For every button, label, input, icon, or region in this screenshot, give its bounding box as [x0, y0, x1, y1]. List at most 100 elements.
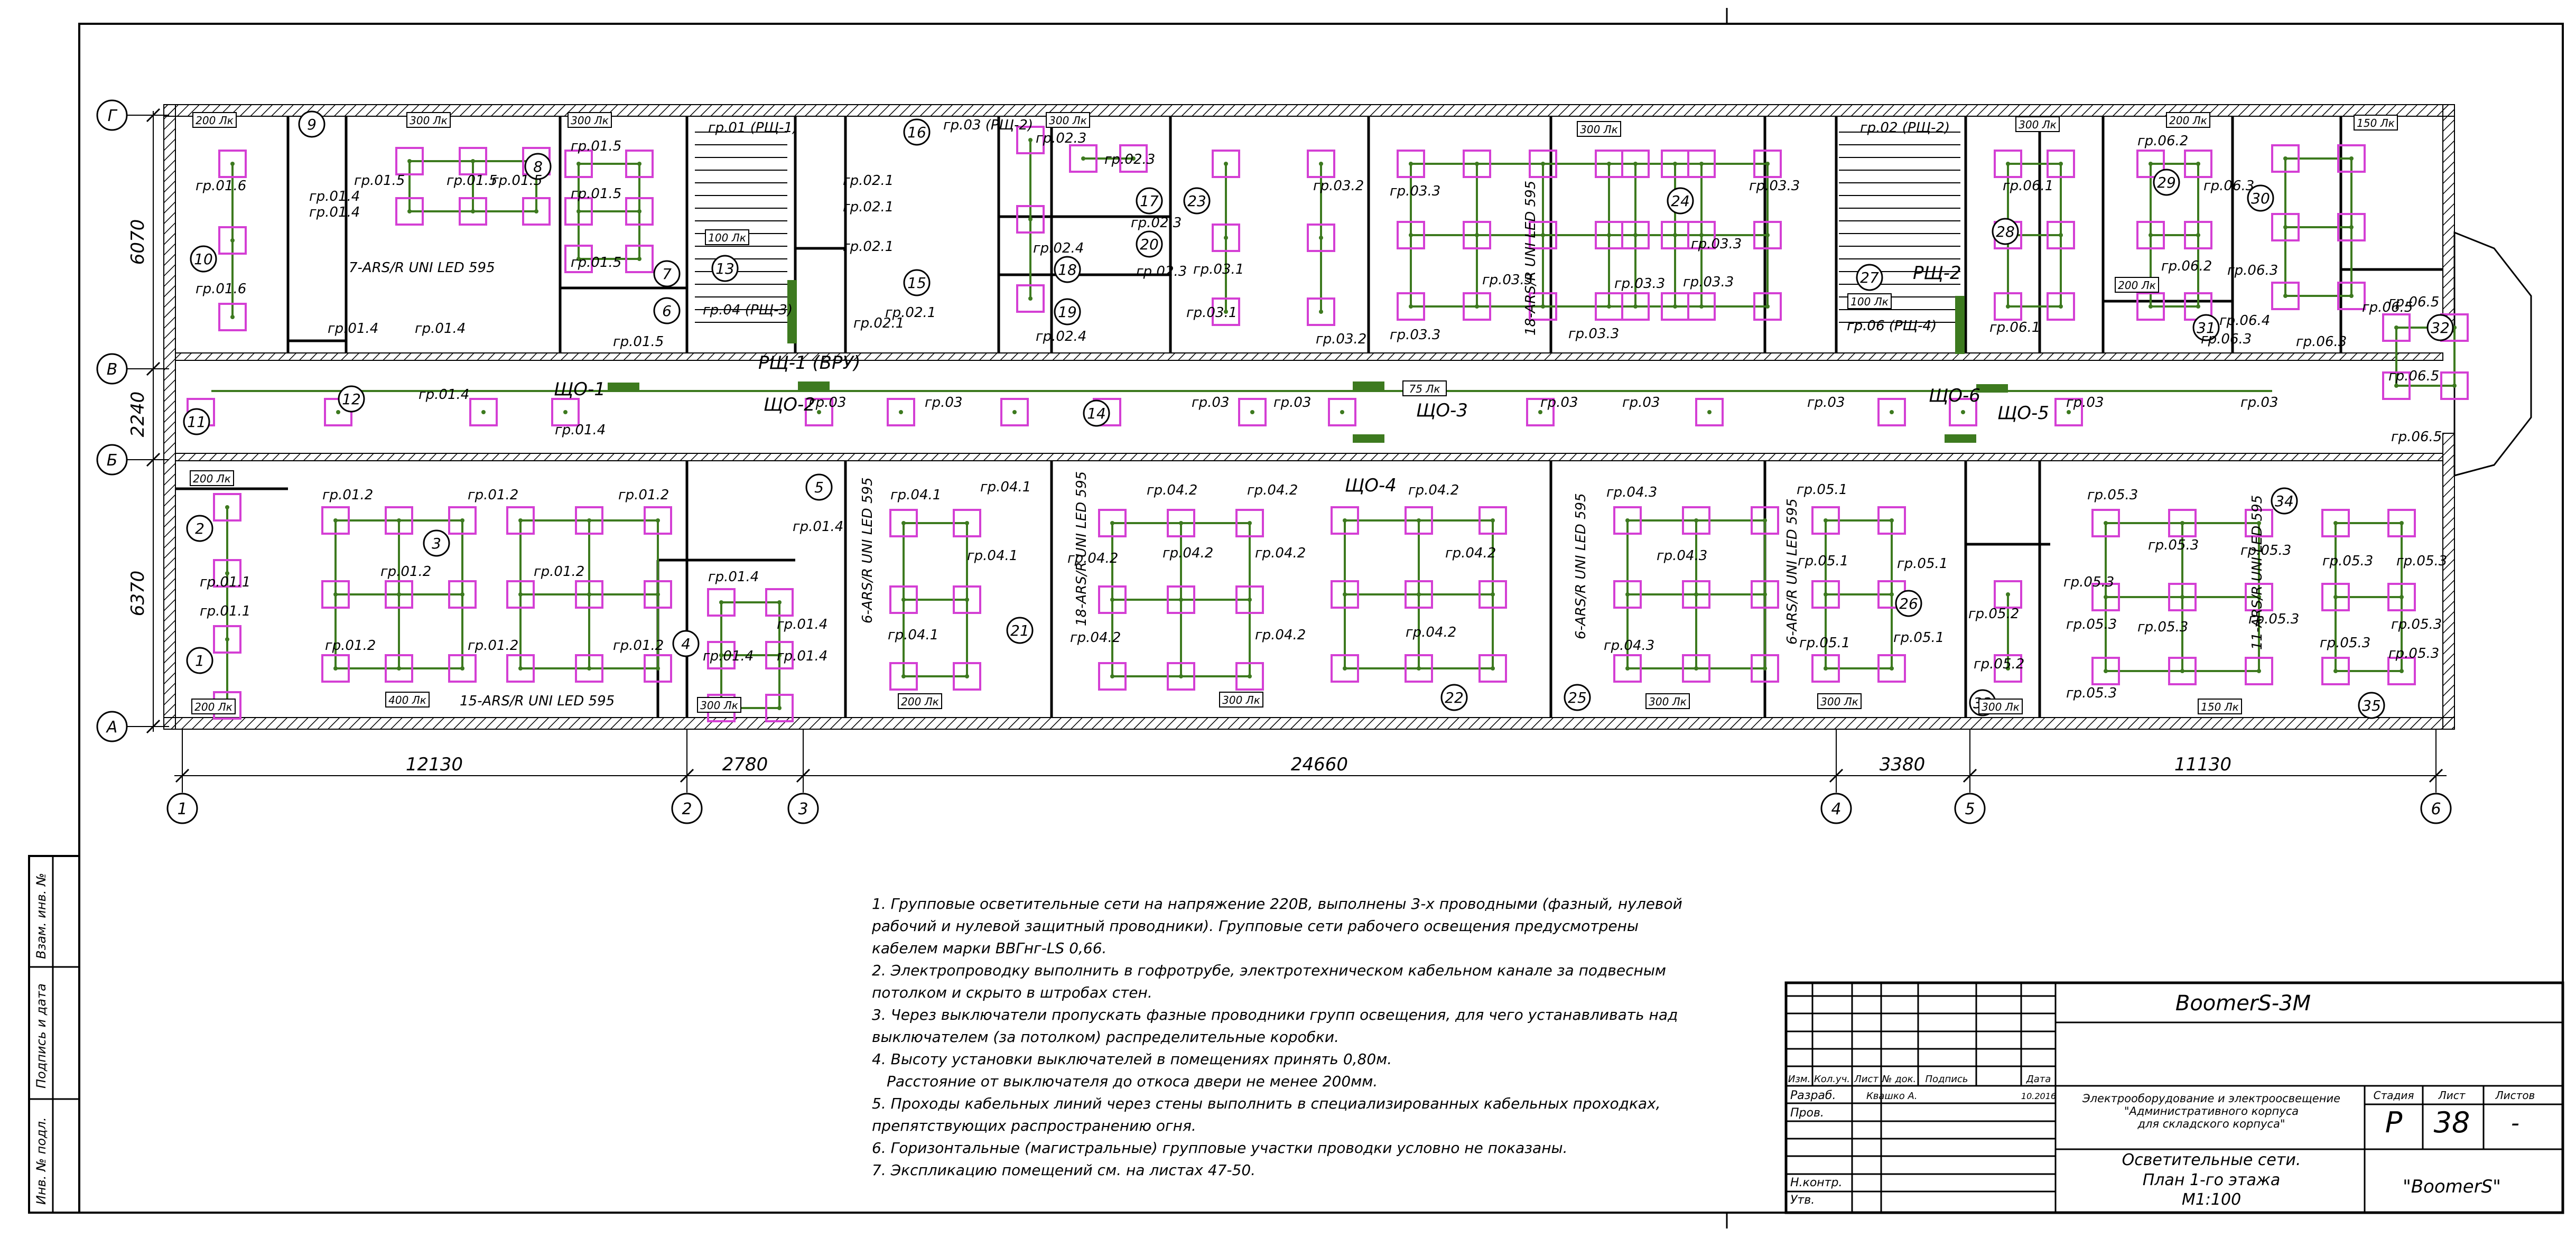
luminaire-icon: [953, 585, 981, 614]
lux-box: [2015, 116, 2060, 132]
luminaire-icon: [564, 197, 593, 226]
group-label: гр.01.4: [309, 189, 360, 204]
luminaire-icon: [395, 147, 424, 175]
junction-dot: [2006, 162, 2010, 166]
tb-col-list: Лист: [1854, 1074, 1878, 1085]
junction-dot: [1319, 236, 1323, 240]
luminaire-icon: [1463, 292, 1491, 321]
junction-dot: [2257, 595, 2261, 599]
axis-label: 4: [1831, 800, 1841, 818]
junction-dot: [1409, 233, 1413, 237]
luminaire-icon: [1751, 506, 1779, 535]
room-marker: [1564, 684, 1591, 711]
group-label: гр.04 (РЩ-3): [703, 302, 793, 318]
luminaire-icon: [2382, 313, 2411, 342]
dimension-value: 2240: [127, 392, 148, 438]
luminaire-icon: [385, 506, 413, 535]
junction-dot: [2149, 162, 2153, 166]
lux-label: 300 Лк: [410, 114, 448, 127]
room-marker: [653, 260, 681, 287]
luminaire-icon: [506, 654, 535, 683]
junction-dot: [2400, 669, 2404, 673]
axis-label: В: [107, 360, 118, 379]
junction-dot: [2059, 162, 2063, 166]
lux-box: [1402, 380, 1447, 396]
luminaire-icon: [2091, 509, 2120, 537]
tb-col-kol: Кол.уч.: [1814, 1074, 1850, 1085]
axis-label: Г: [108, 107, 118, 125]
junction-dot: [481, 410, 486, 414]
room-marker: [1895, 590, 1922, 617]
junction-dot: [230, 238, 235, 243]
group-label: гр.05.3: [2248, 611, 2299, 627]
group-label: гр.04.2: [1147, 482, 1197, 498]
axis-label: Б: [107, 451, 118, 470]
junction-dot: [965, 521, 969, 525]
luminaire-icon: [1529, 292, 1557, 321]
luminaire-icon: [1405, 654, 1433, 683]
room-marker: [805, 473, 833, 501]
junction-dot: [587, 666, 591, 671]
general-notes: 1. Групповые осветительные сети на напря…: [872, 893, 1696, 1181]
luminaire-icon: [2168, 583, 2197, 611]
junction-dot: [1475, 233, 1479, 237]
luminaire-icon: [2337, 144, 2366, 173]
axis-bubble: [96, 99, 128, 131]
junction-dot: [1248, 674, 1252, 678]
junction-dot: [1110, 521, 1114, 525]
junction-dot: [1625, 592, 1630, 597]
tb-stage-h: Стадия: [2374, 1089, 2414, 1102]
junction-dot: [1694, 518, 1698, 523]
axis-bubble: [671, 793, 703, 824]
room-number: 12: [342, 390, 361, 408]
group-label: гр.03.2: [1313, 178, 1364, 194]
junction-dot: [576, 162, 581, 166]
lux-box: [1847, 293, 1892, 309]
luminaire-icon: [1000, 398, 1029, 426]
lux-box: [2198, 699, 2242, 714]
note-4: 4. Высоту установки выключателей в помещ…: [872, 1050, 1392, 1068]
group-label: гр.05.3: [2388, 646, 2439, 662]
group-label: гр.01.2: [468, 638, 518, 654]
group-label: гр.05.1: [1893, 630, 1944, 646]
group-label: гр.05.3: [2320, 635, 2370, 651]
group-label: гр.02.3: [1104, 152, 1155, 167]
luminaire-icon: [448, 654, 477, 683]
group-label: гр.05.3: [2137, 619, 2188, 635]
junction-dot: [397, 518, 401, 523]
luminaire-icon: [2168, 657, 2197, 685]
luminaire-icon: [1751, 580, 1779, 609]
junction-dot: [2067, 410, 2071, 414]
room-marker: [903, 269, 931, 296]
junction-dot: [2149, 304, 2153, 309]
luminaire-icon: [1119, 144, 1148, 173]
junction-dot: [225, 571, 229, 575]
tb-col-doc: № док.: [1882, 1074, 1917, 1085]
luminaire-icon: [1098, 662, 1127, 691]
lux-label: 300 Лк: [1820, 695, 1858, 708]
luminaire-icon: [575, 654, 603, 683]
luminaire-icon: [1613, 506, 1642, 535]
tb-sheet-h: Лист: [2438, 1089, 2466, 1102]
junction-dot: [1409, 304, 1413, 309]
group-label: гр.01.4: [419, 387, 469, 403]
group-label: гр.02.1: [843, 199, 894, 215]
panel-label: ЩО-2: [764, 394, 815, 415]
group-label: гр.04.3: [1657, 548, 1707, 564]
dimension-tick: [796, 768, 811, 783]
luminaire-icon: [321, 506, 350, 535]
junction-dot: [1824, 518, 1828, 523]
junction-dot: [587, 518, 591, 523]
luminaire-icon: [522, 197, 551, 226]
junction-dot: [587, 592, 591, 597]
luminaire-icon: [2271, 282, 2300, 310]
room-marker: [1856, 264, 1883, 291]
panel-icon: [1353, 381, 1384, 390]
junction-dot: [1763, 666, 1767, 671]
lux-box: [385, 692, 430, 708]
junction-dot: [534, 209, 538, 213]
lux-label: 300 Лк: [1580, 123, 1618, 136]
group-label: гр.03: [925, 395, 963, 411]
room-number: 32: [2431, 319, 2450, 337]
junction-dot: [1763, 518, 1767, 523]
